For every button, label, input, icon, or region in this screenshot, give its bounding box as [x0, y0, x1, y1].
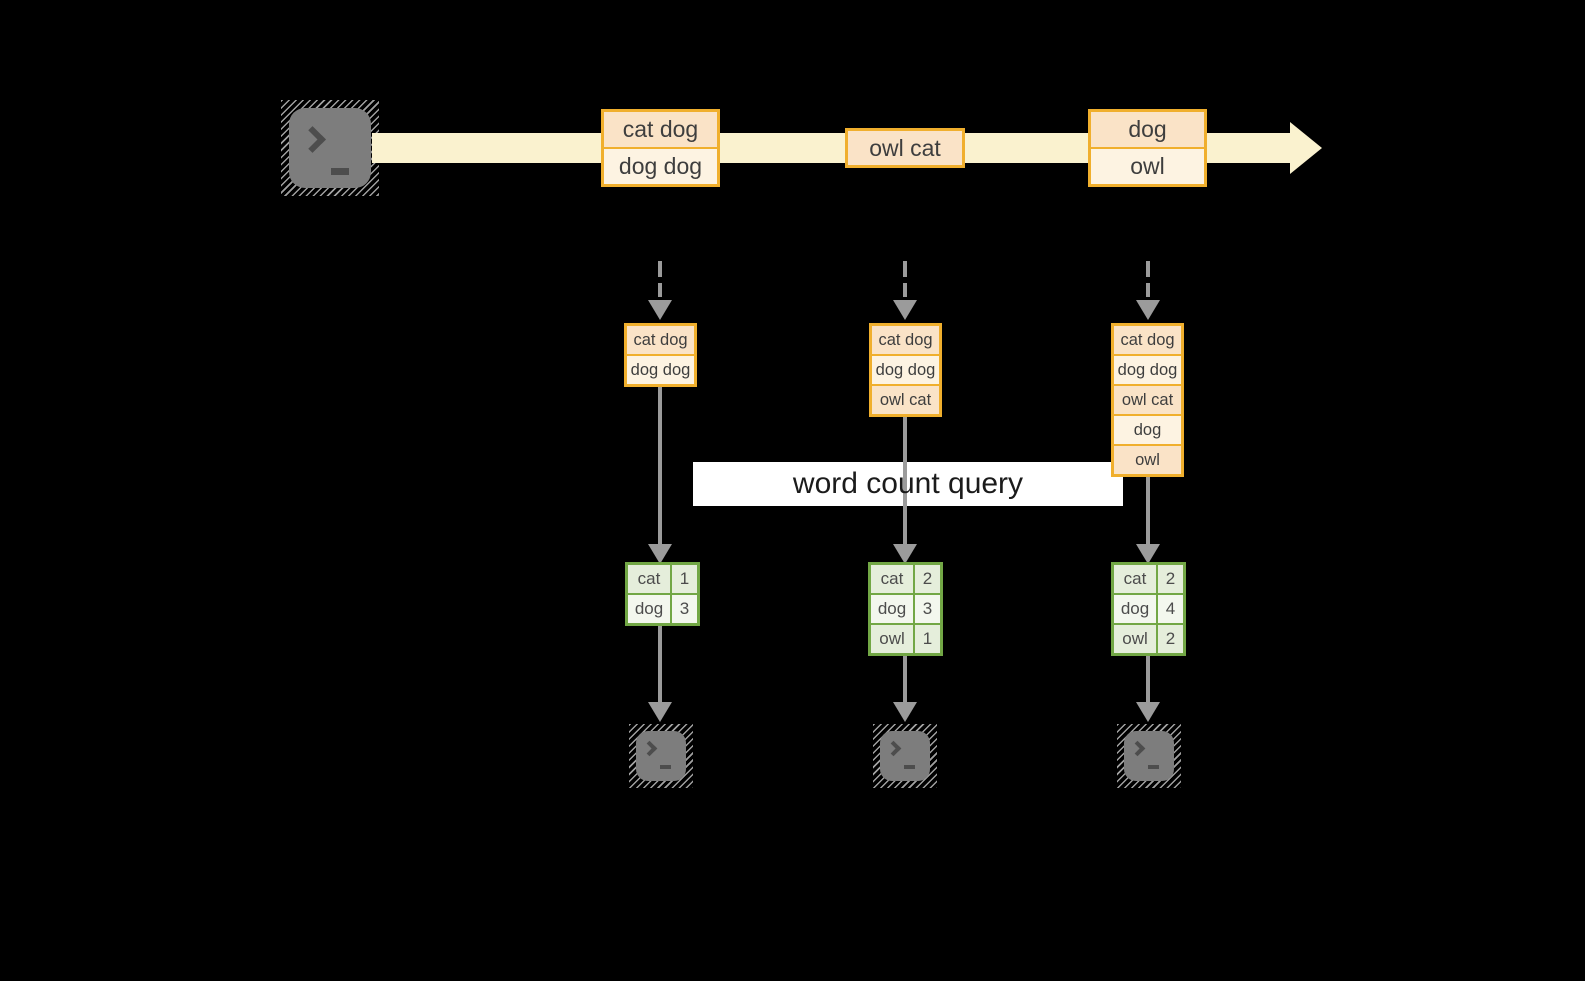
count-cell: 2: [1156, 565, 1183, 593]
count-cell: 2: [913, 565, 940, 593]
table-row: dog 3: [871, 593, 940, 623]
word-cell: cat: [1114, 565, 1156, 593]
word-cell: cat: [871, 565, 913, 593]
count-cell: 3: [913, 595, 940, 623]
buffer-box: cat dog dog dog owl cat dog owl: [1111, 323, 1184, 477]
dashed-arrow: [658, 283, 662, 297]
buffer-cell: cat dog: [872, 326, 939, 354]
buffer-cell: dog: [1114, 414, 1181, 444]
stream-event-cell: owl: [1091, 147, 1204, 184]
terminal-icon: [289, 108, 371, 188]
flow-line: [1146, 655, 1150, 702]
table-row: cat 1: [628, 565, 697, 593]
dashed-arrow: [658, 261, 662, 277]
buffer-cell: owl cat: [872, 384, 939, 414]
count-cell: 4: [1156, 595, 1183, 623]
count-cell: 1: [670, 565, 697, 593]
stream-event-box: dog owl: [1088, 109, 1207, 187]
stream-event-cell: dog: [1091, 112, 1204, 147]
word-cell: owl: [871, 625, 913, 653]
count-cell: 2: [1156, 625, 1183, 653]
table-row: owl 2: [1114, 623, 1183, 653]
prompt-chevron-icon: [641, 740, 658, 757]
query-label: word count query: [792, 467, 1024, 500]
sink-terminal-icon: [629, 724, 693, 788]
buffer-cell: dog dog: [1114, 354, 1181, 384]
flow-line: [658, 624, 662, 702]
stream-event-cell: dog dog: [604, 147, 717, 184]
terminal-icon: [1124, 731, 1174, 781]
word-cell: dog: [1114, 595, 1156, 623]
stream-arrowhead-icon: [1290, 122, 1322, 174]
result-table: cat 1 dog 3: [625, 562, 700, 626]
arrowhead-icon: [893, 702, 917, 722]
prompt-chevron-icon: [299, 126, 326, 153]
dashed-arrow: [1146, 261, 1150, 277]
terminal-icon: [880, 731, 930, 781]
buffer-box: cat dog dog dog: [624, 323, 697, 387]
flow-line: [903, 655, 907, 702]
source-terminal-icon: [281, 100, 379, 196]
flow-line: [1146, 474, 1150, 544]
arrowhead-icon: [893, 300, 917, 320]
word-cell: dog: [628, 595, 670, 623]
prompt-cursor-icon: [660, 765, 671, 769]
dashed-arrow: [903, 261, 907, 277]
buffer-cell: dog dog: [872, 354, 939, 384]
sink-terminal-icon: [873, 724, 937, 788]
arrowhead-icon: [648, 702, 672, 722]
stream-event-cell: cat dog: [604, 112, 717, 147]
buffer-box: cat dog dog dog owl cat: [869, 323, 942, 417]
word-cell: cat: [628, 565, 670, 593]
dashed-arrow: [903, 283, 907, 297]
sink-terminal-icon: [1117, 724, 1181, 788]
prompt-chevron-icon: [885, 740, 902, 757]
buffer-cell: cat dog: [627, 326, 694, 354]
word-cell: owl: [1114, 625, 1156, 653]
dashed-arrow: [1146, 283, 1150, 297]
table-row: dog 3: [628, 593, 697, 623]
arrowhead-icon: [893, 544, 917, 564]
buffer-cell: cat dog: [1114, 326, 1181, 354]
arrowhead-icon: [1136, 702, 1160, 722]
word-cell: dog: [871, 595, 913, 623]
stream-event-box: owl cat: [845, 128, 965, 168]
table-row: cat 2: [1114, 565, 1183, 593]
arrowhead-icon: [1136, 300, 1160, 320]
arrowhead-icon: [1136, 544, 1160, 564]
count-cell: 3: [670, 595, 697, 623]
buffer-cell: dog dog: [627, 354, 694, 384]
arrowhead-icon: [648, 544, 672, 564]
prompt-cursor-icon: [904, 765, 915, 769]
stream-event-cell: owl cat: [848, 131, 962, 165]
stream-event-box: cat dog dog dog: [601, 109, 720, 187]
prompt-chevron-icon: [1129, 740, 1146, 757]
result-table: cat 2 dog 4 owl 2: [1111, 562, 1186, 656]
prompt-cursor-icon: [1148, 765, 1159, 769]
arrowhead-icon: [648, 300, 672, 320]
count-cell: 1: [913, 625, 940, 653]
buffer-cell: owl: [1114, 444, 1181, 474]
table-row: dog 4: [1114, 593, 1183, 623]
query-band: [693, 462, 1123, 506]
terminal-icon: [636, 731, 686, 781]
table-row: owl 1: [871, 623, 940, 653]
flow-line: [658, 384, 662, 544]
table-row: cat 2: [871, 565, 940, 593]
result-table: cat 2 dog 3 owl 1: [868, 562, 943, 656]
buffer-cell: owl cat: [1114, 384, 1181, 414]
prompt-cursor-icon: [331, 168, 349, 175]
flow-line: [903, 415, 907, 544]
